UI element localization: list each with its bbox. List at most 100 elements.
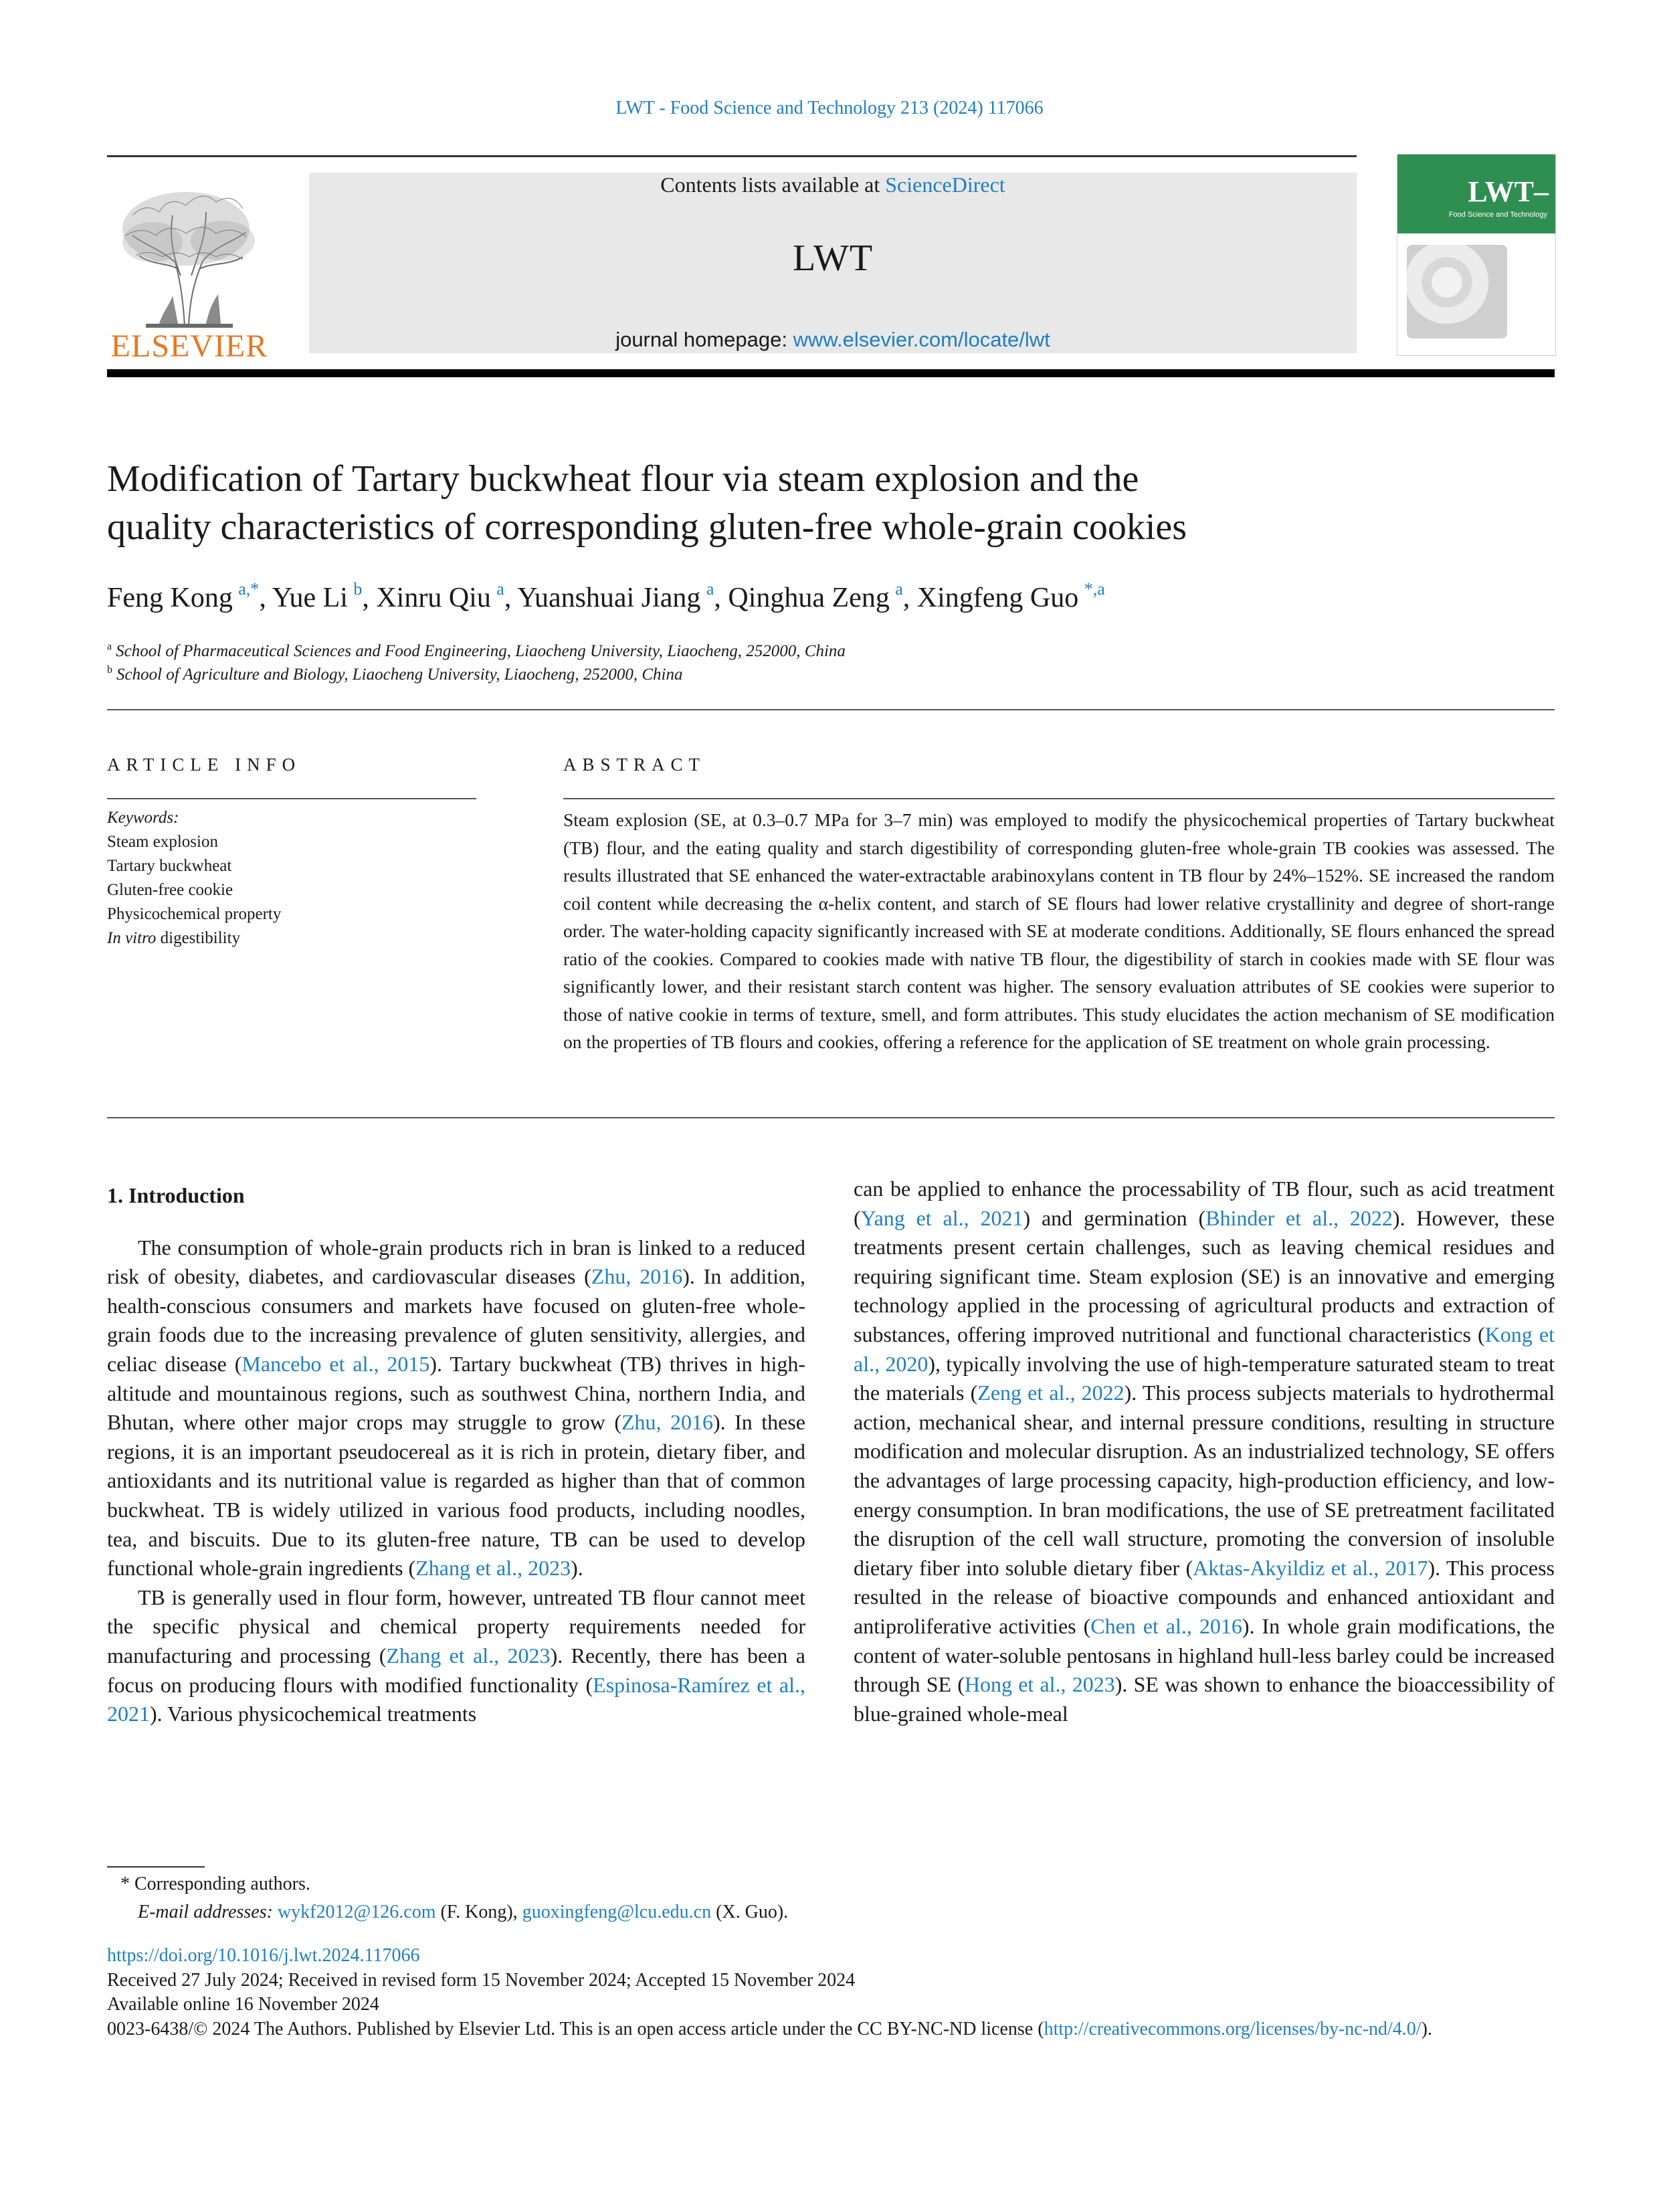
article-info-heading: ARTICLE INFO bbox=[107, 755, 302, 775]
abstract-heading: ABSTRACT bbox=[563, 755, 706, 775]
author-affiliation-mark[interactable]: a bbox=[895, 579, 903, 599]
email-owner: (X. Guo). bbox=[711, 1902, 789, 1922]
abstract-bottom-rule bbox=[107, 1117, 1555, 1118]
citation-link[interactable]: Zhang et al., 2023 bbox=[415, 1556, 571, 1581]
keyword-item: Steam explosion bbox=[107, 833, 218, 851]
cover-subtitle: Food Science and Technology bbox=[1448, 211, 1547, 219]
publication-info: https://doi.org/10.1016/j.lwt.2024.11706… bbox=[107, 1944, 1555, 2041]
elsevier-logo[interactable]: ELSEVIER bbox=[106, 175, 273, 364]
section-heading: 1. Introduction bbox=[107, 1183, 245, 1207]
affiliation-mark: a bbox=[107, 641, 112, 652]
journal-cover-thumbnail[interactable]: LWT– Food Science and Technology bbox=[1397, 154, 1556, 356]
cover-title: LWT– bbox=[1468, 175, 1549, 208]
paragraph-text: ). This process subjects materials to hy… bbox=[854, 1381, 1555, 1580]
contents-prefix: Contents lists available at bbox=[660, 173, 886, 197]
author-list: Feng Kong a,*, Yue Li b, Xinru Qiu a, Yu… bbox=[107, 579, 1105, 613]
affiliation-text: School of Agriculture and Biology, Liaoc… bbox=[116, 666, 683, 684]
keyword-item: Gluten-free cookie bbox=[107, 881, 233, 899]
homepage-link[interactable]: www.elsevier.com/locate/lwt bbox=[793, 328, 1050, 351]
paragraph-text: ). Various physicochemical treatments bbox=[150, 1702, 477, 1726]
author-name[interactable]: Xingfeng Guo bbox=[916, 583, 1079, 613]
homepage-label: journal homepage: bbox=[615, 328, 793, 351]
author-name[interactable]: Yue Li bbox=[272, 583, 348, 613]
title-line-2: quality characteristics of corresponding… bbox=[107, 506, 1187, 548]
citation-link[interactable]: Espinosa-Ramírez et al., 2021 bbox=[107, 1672, 806, 1726]
journal-name: LWT bbox=[792, 237, 874, 279]
author-name[interactable]: Feng Kong bbox=[107, 583, 233, 613]
header-rule bbox=[107, 155, 1357, 157]
citation-link[interactable]: Mancebo et al., 2015 bbox=[241, 1351, 430, 1376]
citation-link[interactable]: Hong et al., 2023 bbox=[964, 1672, 1115, 1697]
journal-homepage: journal homepage: www.elsevier.com/locat… bbox=[309, 328, 1357, 352]
email-owner: (F. Kong), bbox=[435, 1902, 522, 1922]
body-column-right: can be applied to enhance the processabi… bbox=[854, 1175, 1555, 1728]
doi-link[interactable]: https://doi.org/10.1016/j.lwt.2024.11706… bbox=[107, 1945, 420, 1966]
sciencedirect-link[interactable]: ScienceDirect bbox=[885, 173, 1005, 197]
citation-link[interactable]: Zhang et al., 2023 bbox=[386, 1643, 551, 1668]
author-affiliation-mark[interactable]: b bbox=[353, 579, 363, 599]
citation-link[interactable]: Aktas-Akyildiz et al., 2017 bbox=[1193, 1555, 1428, 1580]
author-name[interactable]: Yuanshuai Jiang bbox=[517, 583, 701, 613]
citation-link[interactable]: Bhinder et al., 2022 bbox=[1205, 1205, 1393, 1230]
paragraph-text: ). This process resulted in the release … bbox=[854, 1555, 1555, 1638]
paragraph-text: ). SE was shown to enhance the bioaccess… bbox=[854, 1672, 1555, 1726]
paragraph-text: can be applied to enhance the processabi… bbox=[854, 1177, 1555, 1230]
email-link[interactable]: guoxingfeng@lcu.edu.cn bbox=[522, 1902, 712, 1922]
keyword-item: Physicochemical property bbox=[107, 905, 282, 923]
paragraph: can be applied to enhance the processabi… bbox=[854, 1175, 1555, 1728]
citation-link[interactable]: Zhu, 2016 bbox=[621, 1410, 714, 1435]
title-line-1: Modification of Tartary buckwheat flour … bbox=[107, 458, 1139, 500]
license-statement: 0023-6438/© 2024 The Authors. Published … bbox=[107, 2018, 1432, 2039]
author-affiliation-mark[interactable]: a,* bbox=[238, 579, 260, 599]
author-name[interactable]: Qinghua Zeng bbox=[728, 583, 890, 613]
paragraph-text: ). However, these treatments present cer… bbox=[854, 1205, 1555, 1346]
abstract-rule bbox=[563, 798, 1555, 799]
journal-banner bbox=[309, 173, 1357, 353]
author-affiliation-mark[interactable]: a bbox=[496, 579, 504, 599]
keywords-block: Keywords: Steam explosion Tartary buckwh… bbox=[107, 806, 482, 950]
abstract-text: Steam explosion (SE, at 0.3–0.7 MPa for … bbox=[563, 809, 1555, 1052]
paragraph-text: ). In whole grain modifications, the con… bbox=[854, 1613, 1555, 1697]
affiliation-rule bbox=[107, 709, 1555, 710]
paragraph-text: ). In addition, health-conscious consume… bbox=[107, 1264, 805, 1376]
footnote: * Corresponding authors. E-mail addresse… bbox=[107, 1870, 1512, 1926]
paragraph-text: TB is generally used in flour form, howe… bbox=[107, 1585, 805, 1668]
article-title: Modification of Tartary buckwheat flour … bbox=[107, 455, 1378, 551]
corresponding-authors-note: * Corresponding authors. bbox=[120, 1874, 310, 1894]
cover-image bbox=[1407, 245, 1507, 338]
paragraph-text: ), typically involving the use of high-t… bbox=[854, 1351, 1555, 1405]
elsevier-tree-icon bbox=[122, 192, 255, 328]
keywords-label: Keywords: bbox=[107, 809, 179, 827]
citation-link[interactable]: Zeng et al., 2022 bbox=[977, 1381, 1125, 1405]
email-label: E-mail addresses: bbox=[138, 1902, 278, 1922]
paragraph-text: The consumption of whole-grain products … bbox=[107, 1235, 805, 1289]
citation-link[interactable]: Yang et al., 2021 bbox=[860, 1205, 1023, 1230]
email-addresses: E-mail addresses: wykf2012@126.com (F. K… bbox=[107, 1898, 1512, 1926]
keyword-item: Tartary buckwheat bbox=[107, 857, 232, 875]
author-affiliation-mark[interactable]: *,a bbox=[1084, 579, 1105, 599]
email-link[interactable]: wykf2012@126.com bbox=[277, 1902, 436, 1922]
citation-link[interactable]: Chen et al., 2016 bbox=[1090, 1613, 1242, 1638]
history-dates: Received 27 July 2024; Received in revis… bbox=[107, 1969, 856, 1991]
license-link[interactable]: http://creativecommons.org/licenses/by-n… bbox=[1044, 2018, 1422, 2039]
article-info-rule bbox=[107, 798, 476, 799]
keyword-item: In vitro digestibility bbox=[107, 929, 241, 947]
paragraph: TB is generally used in flour form, howe… bbox=[107, 1583, 805, 1729]
paragraph-text: ) and germination ( bbox=[1023, 1205, 1206, 1230]
citation-link[interactable]: Zhu, 2016 bbox=[591, 1264, 683, 1289]
elsevier-wordmark: ELSEVIER bbox=[110, 328, 268, 364]
affiliation-a: a School of Pharmaceutical Sciences and F… bbox=[107, 641, 1445, 661]
affiliation-text: School of Pharmaceutical Sciences and Fo… bbox=[116, 642, 846, 660]
paragraph-text: ). In these regions, it is an important … bbox=[107, 1410, 806, 1581]
available-online: Available online 16 November 2024 bbox=[107, 1994, 379, 2015]
paragraph-text: ). Tartary buckwheat (TB) thrives in hig… bbox=[107, 1351, 806, 1435]
author-name[interactable]: Xinru Qiu bbox=[376, 583, 491, 613]
citation-link[interactable]: Kong et al., 2020 bbox=[854, 1322, 1555, 1376]
author-affiliation-mark[interactable]: a bbox=[706, 579, 714, 599]
body-column-left: 1. Introduction The consumption of whole… bbox=[107, 1181, 805, 1729]
paragraph-text: ). bbox=[571, 1556, 583, 1581]
journal-citation[interactable]: LWT - Food Science and Technology 213 (2… bbox=[615, 98, 1044, 118]
header-thick-rule bbox=[107, 369, 1555, 377]
footnote-rule bbox=[107, 1866, 205, 1868]
